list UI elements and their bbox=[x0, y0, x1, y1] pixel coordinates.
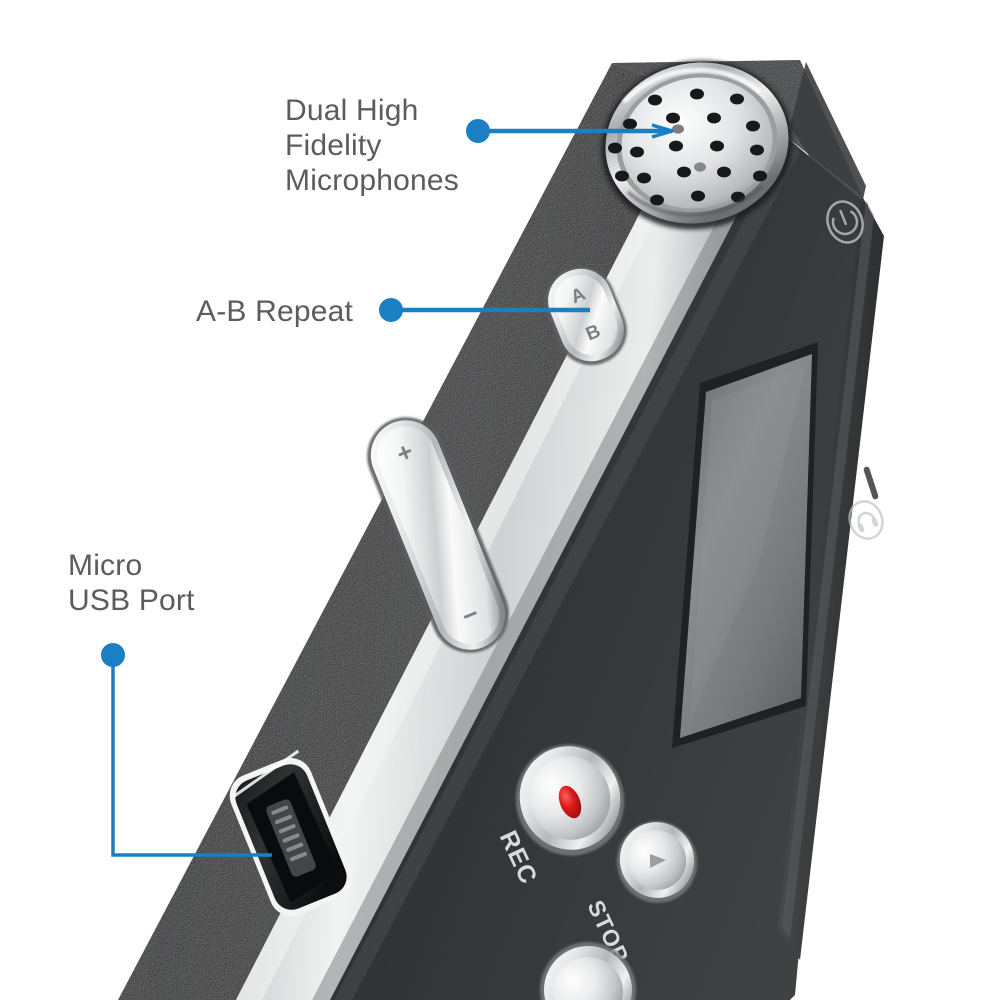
ab-repeat-button[interactable]: A B bbox=[535, 257, 637, 376]
device-right-rail bbox=[778, 196, 884, 960]
callout-line-micro-usb bbox=[101, 643, 272, 857]
play-glyph bbox=[650, 854, 666, 868]
callout-label-micro-usb: Micro USB Port bbox=[68, 549, 195, 617]
callout-dot-micro-usb bbox=[101, 643, 125, 667]
callout-dot-microphones bbox=[466, 119, 490, 143]
play-button[interactable] bbox=[526, 928, 651, 1000]
rec-button[interactable]: REC bbox=[494, 728, 641, 889]
lcd-screen bbox=[672, 342, 818, 748]
device-front-face bbox=[330, 132, 868, 1000]
callout-label-ab-repeat: A-B Repeat bbox=[196, 295, 354, 328]
device-body: A B + − bbox=[118, 60, 884, 1000]
callout-lines bbox=[101, 119, 674, 857]
rec-indicator-led bbox=[558, 785, 582, 819]
micro-usb-port[interactable] bbox=[223, 749, 359, 923]
power-icon bbox=[826, 200, 864, 244]
microphone-grille bbox=[601, 60, 793, 230]
side-slot bbox=[863, 466, 879, 500]
usb-pins bbox=[271, 805, 307, 862]
volume-rocker[interactable]: + − bbox=[355, 405, 520, 664]
callout-line-microphones bbox=[466, 119, 674, 143]
headphone-icon bbox=[848, 500, 884, 540]
callout-line-ab-repeat bbox=[379, 298, 590, 322]
callout-label-microphones: Dual High Fidelity Microphones bbox=[285, 94, 459, 197]
callout-dot-ab-repeat bbox=[379, 298, 403, 322]
microphone-holes bbox=[608, 88, 767, 206]
